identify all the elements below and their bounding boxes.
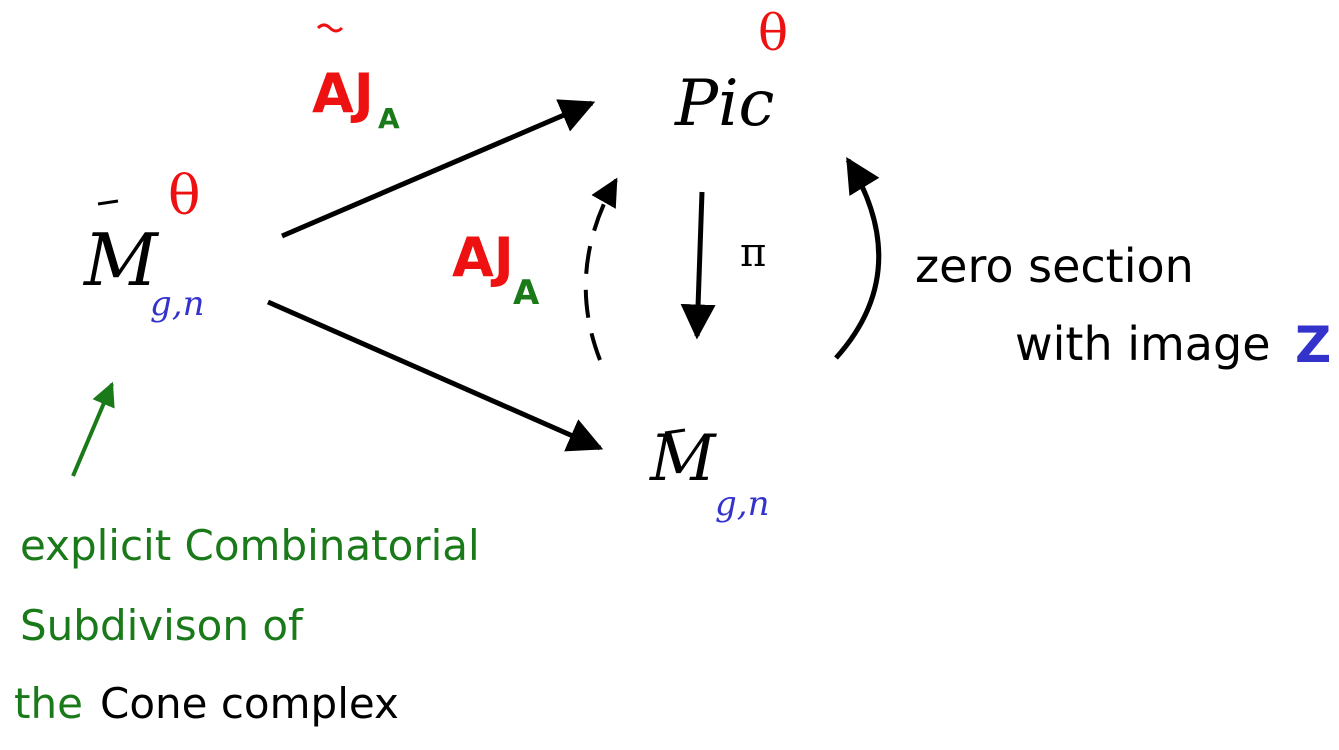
arrow-aj-tilde: AJ A	[281, 23, 596, 239]
arrow-zero-section-curve	[834, 157, 882, 360]
tilde-mark	[316, 23, 344, 33]
node-pic-theta: Pic θ	[674, 4, 788, 141]
node-moduli-theta-subscript: g,n	[150, 284, 204, 324]
node-pic-theta-base: Pic	[674, 67, 774, 141]
node-moduli-theta-superscript: θ	[168, 164, 201, 227]
node-moduli-subscript: g,n	[715, 484, 769, 524]
annotation-line-3-rest: Cone complex	[100, 679, 399, 728]
node-pic-theta-superscript: θ	[758, 4, 788, 62]
zero-section-note-line2: with image	[1015, 317, 1271, 371]
arrow-projection-line	[680, 191, 716, 340]
arrow-aj-tilde-label: AJ	[312, 62, 374, 125]
arrow-aj-tilde-line	[281, 99, 596, 239]
node-moduli-theta: M g,n θ	[82, 164, 204, 324]
arrow-projection: π	[680, 191, 766, 340]
overline-bar	[664, 428, 686, 435]
annotation-line-3-prefix: the	[14, 679, 83, 728]
zero-section-note-line1: zero section	[915, 239, 1194, 293]
node-moduli-theta-base: M	[82, 218, 160, 302]
overline-bar	[97, 199, 119, 206]
arrow-forget	[266, 299, 604, 452]
arrow-aj-tilde-subscript: A	[378, 102, 400, 135]
arrow-zero-section	[834, 157, 882, 360]
subdivision-annotation: explicit Combinatorial Subdivison of the…	[14, 381, 480, 728]
node-moduli-base: M	[649, 422, 717, 496]
arrow-aj-section-curve	[583, 177, 618, 361]
node-moduli: M g,n	[649, 422, 769, 524]
arrow-forget-line	[266, 299, 604, 452]
arrow-aj-section: AJ A	[452, 177, 618, 361]
annotation-line-2: Subdivison of	[20, 601, 304, 650]
arrow-aj-section-label: AJ	[452, 226, 514, 289]
annotation-line-1: explicit Combinatorial	[20, 521, 480, 570]
annotation-arrow	[71, 381, 115, 477]
arrow-aj-section-subscript: A	[513, 273, 540, 313]
arrow-projection-label: π	[740, 230, 766, 276]
zero-section-image-symbol: Z	[1295, 316, 1331, 374]
zero-section-note: zero section with image Z	[915, 239, 1331, 374]
